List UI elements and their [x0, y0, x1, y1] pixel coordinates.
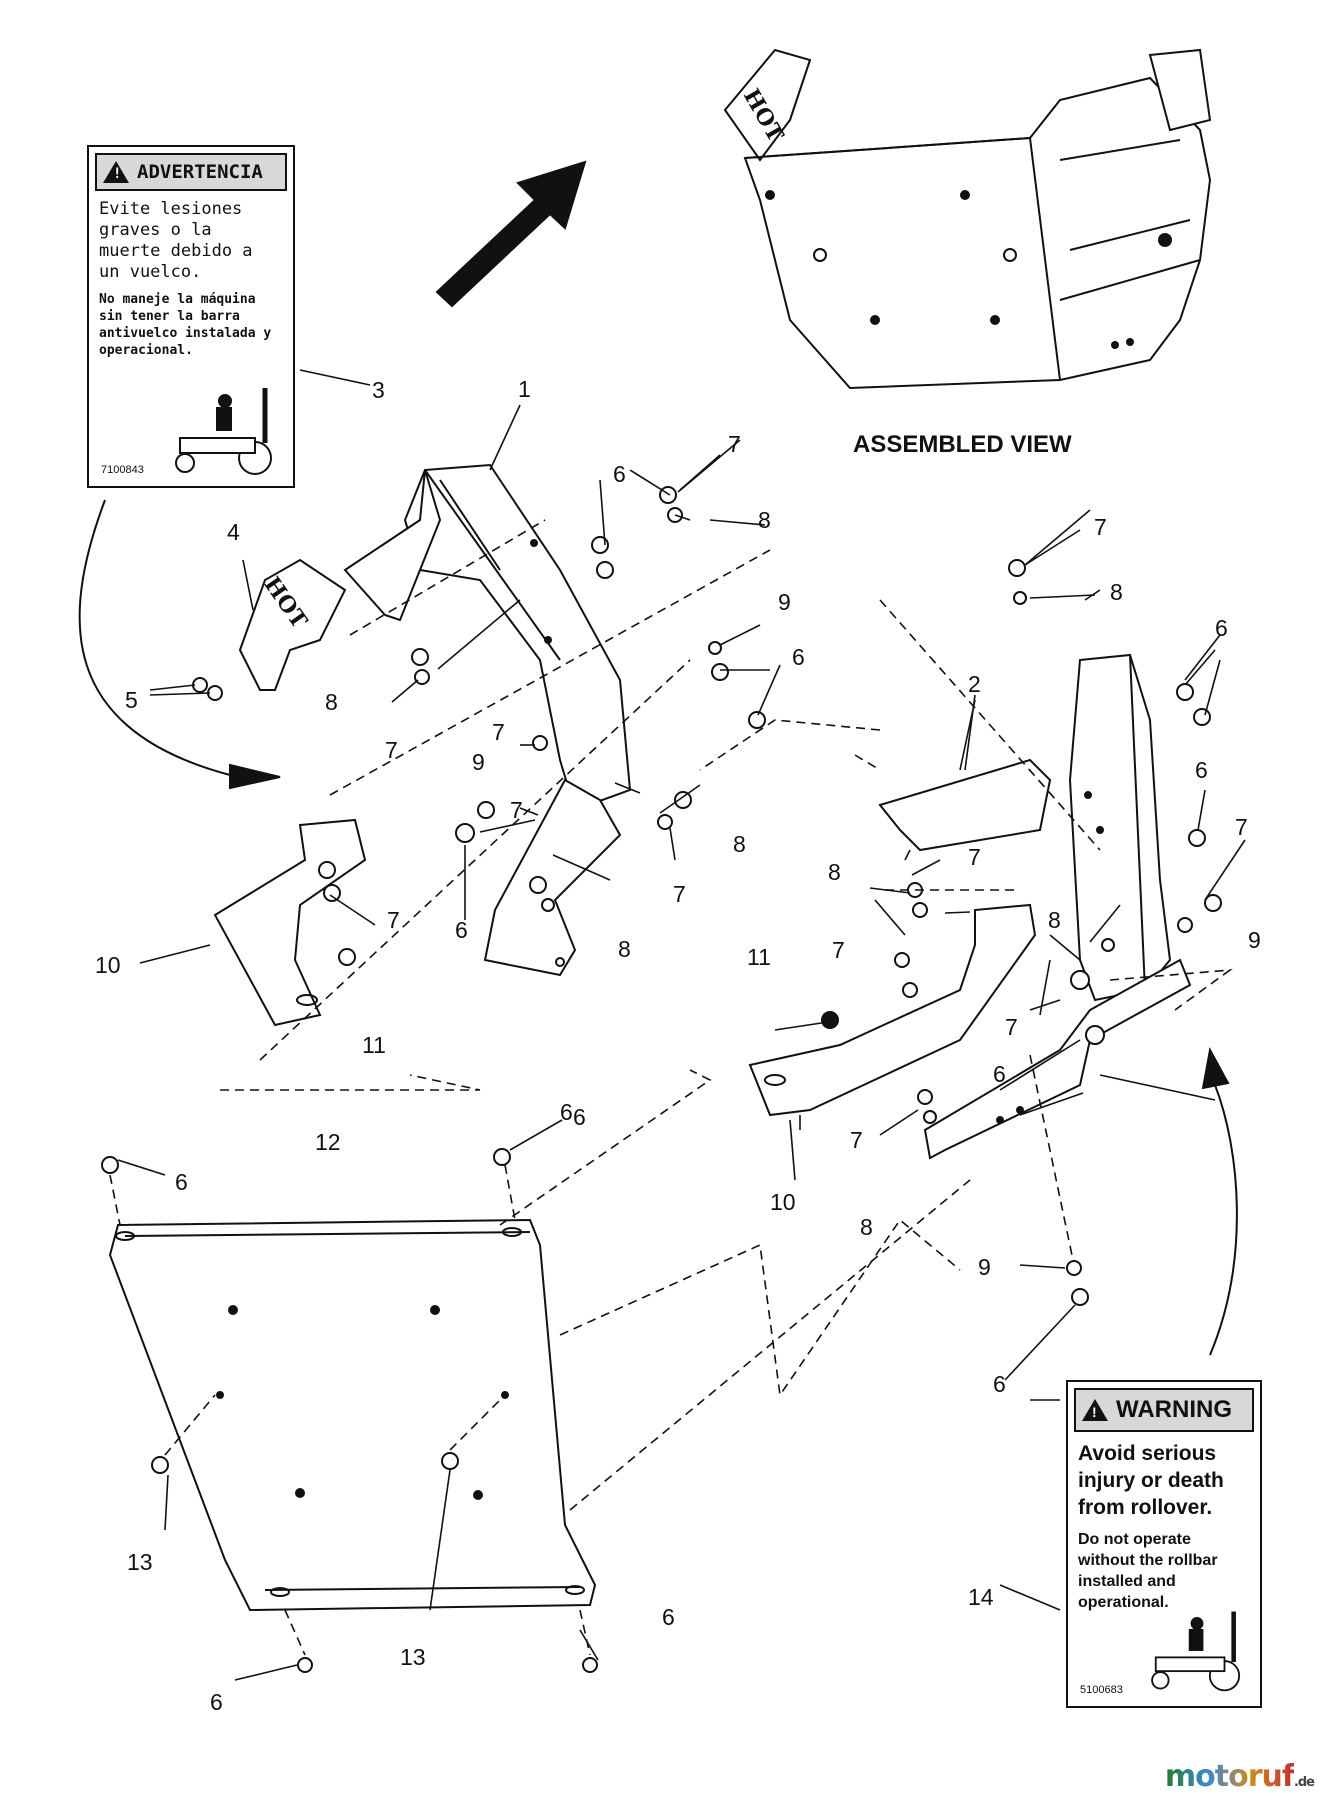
callout-7a: 7 — [728, 431, 741, 457]
callout-6c: 6 — [1215, 615, 1228, 641]
callout-7i: 7 — [968, 844, 981, 870]
callout-7b: 7 — [1094, 514, 1107, 540]
callout-1: 1 — [518, 376, 531, 402]
english-decal-code: 5100683 — [1080, 1684, 1123, 1696]
curved-arrow-left — [78, 499, 231, 776]
callout-6d: 6 — [1195, 757, 1208, 783]
callout-6h: 6 — [175, 1169, 188, 1195]
skid-plate — [108, 1218, 597, 1612]
callout-7g: 7 — [387, 907, 400, 933]
callout-2: 2 — [968, 671, 981, 697]
callout-6l: 6 — [573, 1104, 586, 1130]
to-front-arrow — [435, 160, 587, 308]
callout-7e: 7 — [510, 797, 523, 823]
callout-9c: 9 — [1248, 927, 1261, 953]
english-decal-header: ! WARNING — [1074, 1388, 1254, 1432]
watermark-suffix: .de — [1293, 1775, 1315, 1790]
assembled-view-label: ASSEMBLED VIEW — [853, 431, 1072, 458]
callout-14: 14 — [968, 1584, 994, 1610]
callout-leader-lines — [117, 369, 1246, 1681]
callout-8e: 8 — [618, 936, 631, 962]
assembled-view-shield — [723, 48, 1212, 390]
callout-7k: 7 — [1005, 1014, 1018, 1040]
spanish-decal-line1: Evite lesiones graves o la muerte debido… — [99, 199, 253, 282]
callout-8c: 8 — [325, 689, 338, 715]
callout-6i: 6 — [560, 1099, 573, 1125]
brand-watermark: motoruf.de — [1164, 1759, 1315, 1794]
callout-9a: 9 — [778, 589, 791, 615]
callout-7h: 7 — [1235, 814, 1248, 840]
right-lower-plate — [923, 958, 1192, 1160]
callout-13b: 13 — [400, 1644, 426, 1670]
curved-arrow-left-head — [229, 763, 281, 790]
callout-6g: 6 — [993, 1371, 1006, 1397]
left-channel-bracket — [213, 818, 367, 1027]
callout-10a: 10 — [95, 952, 121, 978]
mower-operator-icon — [175, 388, 272, 475]
callout-10b: 10 — [770, 1189, 796, 1215]
warning-triangle-icon: ! — [103, 161, 129, 183]
callout-8a: 8 — [758, 507, 771, 533]
callout-11b: 11 — [747, 944, 771, 970]
callout-6f: 6 — [993, 1061, 1006, 1087]
callout-9d: 9 — [978, 1254, 991, 1280]
spanish-warning-decal: ! ADVERTENCIA Evite lesiones graves o la… — [87, 145, 295, 488]
callout-8h: 8 — [860, 1214, 873, 1240]
callout-8f: 8 — [828, 859, 841, 885]
right-rollbar-bracket — [878, 653, 1172, 1002]
curved-arrow-right-head — [1201, 1047, 1230, 1090]
assembly-dashed-lines — [109, 519, 1233, 1656]
english-decal-line2: Do not operate without the rollbar insta… — [1078, 1531, 1218, 1611]
watermark-brand: motoruf — [1164, 1759, 1295, 1794]
callout-6e: 6 — [455, 917, 468, 943]
spanish-decal-line2: No maneje la máquina sin tener la barra … — [99, 292, 272, 358]
callout-11a: 11 — [362, 1032, 386, 1058]
callout-6b: 6 — [792, 644, 805, 670]
left-lower-bracket — [483, 778, 622, 977]
callout-7f: 7 — [673, 881, 686, 907]
callout-8d: 8 — [733, 831, 746, 857]
spanish-decal-header-text: ADVERTENCIA — [137, 161, 263, 183]
english-decal-header-text: WARNING — [1116, 1396, 1232, 1423]
spanish-decal-code: 7100843 — [101, 464, 144, 476]
mower-operator-icon — [1151, 1611, 1241, 1692]
to-front-label: TO FRONT — [488, 207, 607, 318]
right-channel-bracket — [748, 903, 1037, 1117]
callout-7c: 7 — [385, 737, 398, 763]
callout-6j: 6 — [662, 1604, 675, 1630]
warning-triangle-icon: ! — [1082, 1399, 1108, 1421]
curved-arrow-right — [1209, 1084, 1238, 1356]
callout-7l: 7 — [850, 1127, 863, 1153]
callout-5: 5 — [125, 687, 138, 713]
callout-8g: 8 — [1048, 907, 1061, 933]
callout-6k: 6 — [210, 1689, 223, 1715]
hot-tag — [238, 558, 347, 691]
callout-13a: 13 — [127, 1549, 153, 1575]
callout-7j: 7 — [832, 937, 845, 963]
spanish-decal-header: ! ADVERTENCIA — [95, 153, 287, 191]
callout-4: 4 — [227, 519, 240, 545]
callout-9b: 9 — [472, 749, 485, 775]
callout-8b: 8 — [1110, 579, 1123, 605]
english-warning-decal: ! WARNING Avoid serious injury or death … — [1066, 1380, 1262, 1708]
english-decal-line1: Avoid serious injury or death from rollo… — [1078, 1442, 1224, 1519]
callout-6a: 6 — [613, 461, 626, 487]
callout-7d: 7 — [492, 719, 505, 745]
callout-12: 12 — [315, 1129, 341, 1155]
callout-numbers: 1 2 3 4 5 6 6 6 6 6 6 6 6 6 6 6 6 7 7 7 … — [95, 376, 1261, 1715]
callout-3: 3 — [372, 377, 385, 403]
